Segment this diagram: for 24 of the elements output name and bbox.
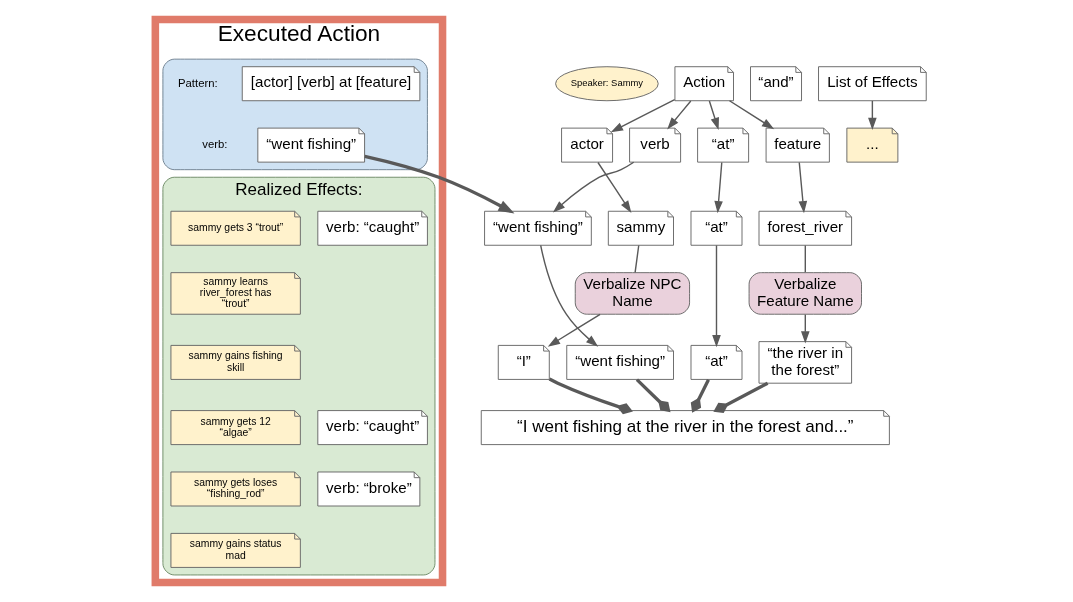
arrow [363,154,514,214]
arrow [610,98,675,133]
arrow [798,161,807,214]
arrow [666,100,691,130]
cluster [161,58,428,171]
arrow [552,161,634,213]
node-box: Verbalize Feature Name [748,272,862,315]
arrow [708,100,719,130]
arrow [711,244,721,348]
node-label: verb: [201,138,227,151]
node-label: Pattern: [177,76,218,89]
node-ellipse: Speaker: Sammy [554,66,659,102]
connector [548,377,633,415]
connector [635,378,670,413]
arrow [713,161,723,214]
arrow [547,313,601,347]
arrow [596,161,631,213]
connector [633,244,639,274]
connector [804,244,806,274]
node-box: Verbalize NPC Name [574,272,690,315]
connector [690,378,710,413]
connector [712,381,768,413]
arrow [539,244,598,347]
arrow [728,100,774,130]
